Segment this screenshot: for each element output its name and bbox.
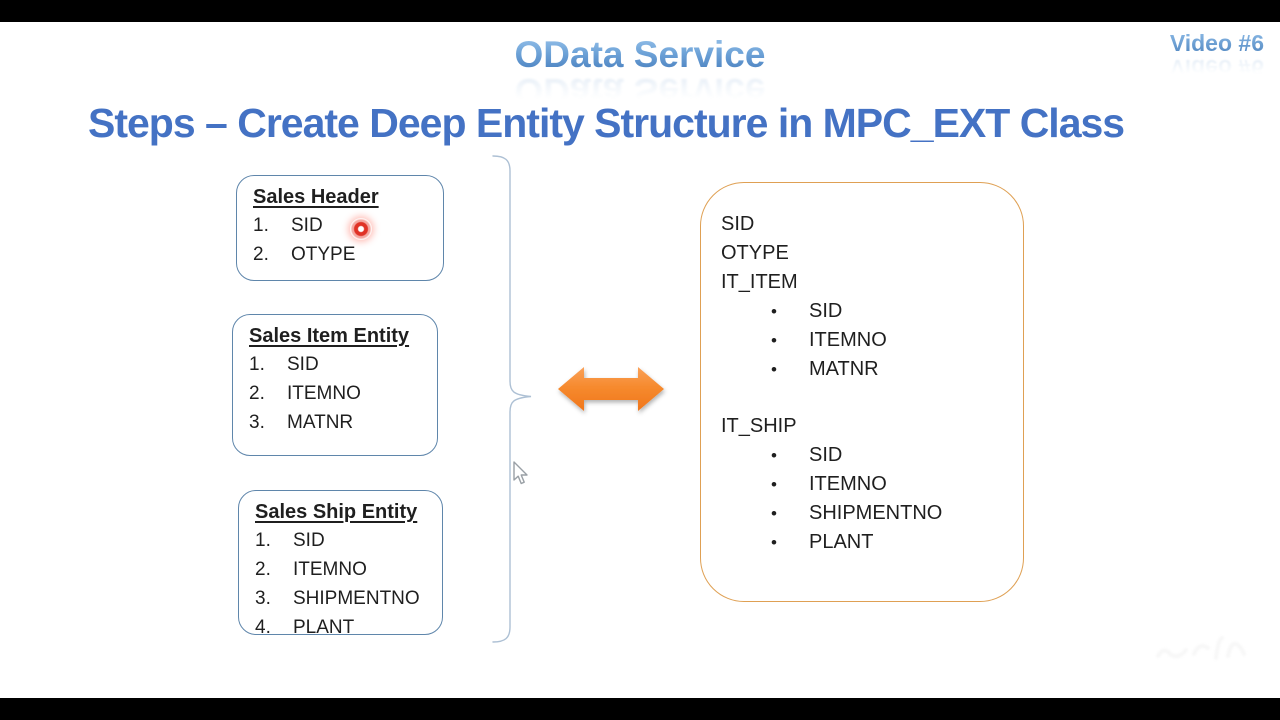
item-number: 2. xyxy=(255,559,271,580)
item-label: PLANT xyxy=(293,617,355,638)
item-number: 3. xyxy=(249,412,265,433)
list-item: 1. SID xyxy=(253,211,433,240)
item-number: 1. xyxy=(255,530,271,551)
row-label: PLANT xyxy=(809,531,874,553)
slide-title: OData Service xyxy=(514,34,766,75)
video-number-badge: Video #6 xyxy=(1169,30,1264,56)
deep-entity-row: • SHIPMENTNO xyxy=(701,499,1023,528)
deep-entity-row: • MATNR xyxy=(701,355,1023,384)
item-label: SID xyxy=(287,354,319,375)
item-label: SID xyxy=(293,530,325,551)
deep-entity-row: • PLANT xyxy=(701,528,1023,557)
entity-box: Sales Ship Entity 1. SID 2. ITEMNO 3. SHIPMENT… xyxy=(238,490,443,638)
letterbox-bottom xyxy=(0,698,1280,720)
row-label: SID xyxy=(809,444,843,466)
bullet-icon: • xyxy=(771,360,777,379)
item-number: 2. xyxy=(253,244,269,265)
list-item: 2. OTYPE xyxy=(253,240,433,269)
row-label: OTYPE xyxy=(721,242,789,264)
row-label: IT_ITEM xyxy=(721,271,798,293)
deep-entity-box: SID OTYPE IT_ITEM • SID • ITEMNO • MATNR IT_SHIP •… xyxy=(700,182,1024,602)
item-label: ITEMNO xyxy=(293,559,367,580)
deep-entity-row: SID xyxy=(701,210,1023,239)
item-number: 2. xyxy=(249,383,265,404)
list-item: 2. ITEMNO xyxy=(249,379,427,408)
deep-entity-row: • ITEMNO xyxy=(701,326,1023,355)
bullet-icon: • xyxy=(771,504,777,523)
row-spacer xyxy=(701,384,1023,412)
item-number: 4. xyxy=(255,617,271,638)
item-number: 1. xyxy=(249,354,265,375)
bullet-icon: • xyxy=(771,331,777,350)
bullet-icon: • xyxy=(771,475,777,494)
mouse-cursor-icon xyxy=(513,461,528,485)
deep-entity-row: IT_SHIP xyxy=(701,412,1023,441)
watermark xyxy=(1156,636,1246,660)
list-item: 1. SID xyxy=(249,350,427,379)
page-title: Steps – Create Deep Entity Structure in … xyxy=(88,100,1125,146)
entity-box-title: Sales Header xyxy=(253,186,379,208)
deep-entity-row: IT_ITEM xyxy=(701,268,1023,297)
deep-entity-row: • SID xyxy=(701,297,1023,326)
row-label: ITEMNO xyxy=(809,473,887,495)
row-label: SID xyxy=(809,300,843,322)
bullet-icon: • xyxy=(771,302,777,321)
row-label: SID xyxy=(721,213,755,235)
entity-box-title: Sales Ship Entity xyxy=(255,501,418,523)
right-curly-brace-icon xyxy=(492,155,532,643)
laser-pointer-dot-icon xyxy=(350,218,372,240)
deep-entity-row: • ITEMNO xyxy=(701,470,1023,499)
list-item: 3. SHIPMENTNO xyxy=(255,584,432,613)
video-number-reflection: Video #6 xyxy=(1169,55,1264,81)
item-number: 3. xyxy=(255,588,271,609)
deep-entity-row: • SID xyxy=(701,441,1023,470)
item-label: OTYPE xyxy=(291,244,356,265)
bullet-icon: • xyxy=(771,533,777,552)
row-label: MATNR xyxy=(809,358,879,380)
item-label: SHIPMENTNO xyxy=(293,588,420,609)
row-label: ITEMNO xyxy=(809,329,887,351)
entity-box: Sales Item Entity 1. SID 2. ITEMNO 3. MATNR xyxy=(232,314,438,456)
list-item: 4. PLANT xyxy=(255,613,432,642)
entity-box-title: Sales Item Entity xyxy=(249,325,410,347)
row-label: IT_SHIP xyxy=(721,415,797,437)
list-item: 1. SID xyxy=(255,526,432,555)
row-label: SHIPMENTNO xyxy=(809,502,943,524)
item-label: MATNR xyxy=(287,412,354,433)
slide-title-wrap: OData Service xyxy=(0,34,1280,76)
entity-box: Sales Header 1. SID 2. OTYPE xyxy=(236,175,444,281)
item-label: SID xyxy=(291,215,323,236)
double-arrow-icon xyxy=(558,367,664,411)
bullet-icon: • xyxy=(771,446,777,465)
item-number: 1. xyxy=(253,215,269,236)
deep-entity-row: OTYPE xyxy=(701,239,1023,268)
item-label: ITEMNO xyxy=(287,383,361,404)
list-item: 3. MATNR xyxy=(249,408,427,437)
letterbox-top xyxy=(0,0,1280,22)
list-item: 2. ITEMNO xyxy=(255,555,432,584)
